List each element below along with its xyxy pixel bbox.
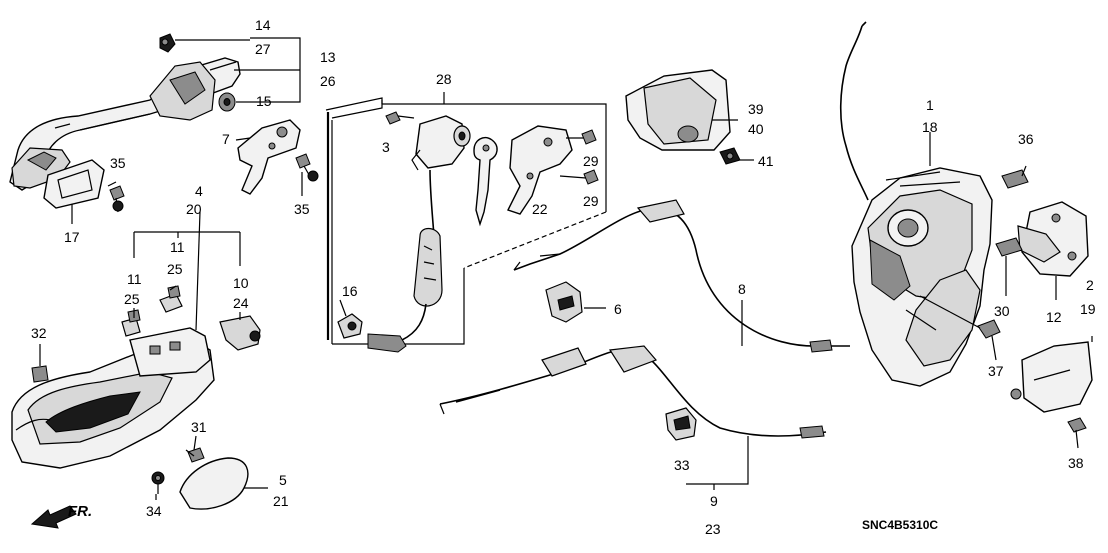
callout-23: 23 [705,521,721,537]
callout-5: 5 [279,472,287,488]
callout-39: 39 [748,101,764,117]
outer-door-handle [9,57,241,191]
callout-7: 7 [222,131,230,147]
callout-22: 22 [532,201,548,217]
callout-26: 26 [320,73,336,89]
rod-clip [219,315,261,351]
inner-handle-cable-9 [439,345,827,439]
callout-31: 31 [191,419,207,435]
bracket-screws [559,129,599,185]
callout-38: 38 [1068,455,1084,471]
callout-11b: 11 [127,271,142,287]
callout-33: 33 [674,457,690,473]
door-lock-actuator [839,21,993,387]
callout-34: 34 [146,503,162,519]
cable-clip-33 [665,407,697,441]
callout-29a: 29 [583,153,599,169]
inner-door-handle [11,327,215,469]
lock-cover-39 [625,69,738,151]
cylinder-rod [367,169,443,353]
cover-screw-38 [1067,417,1087,449]
callout-13: 13 [320,49,336,65]
handle-bracket [237,119,301,195]
callout-2: 2 [1086,277,1094,293]
callout-20: 20 [186,201,202,217]
callout-3: 3 [382,139,390,155]
direction-label: FR. [68,503,92,520]
callout-15: 15 [256,93,272,109]
callout-18: 18 [922,119,938,135]
callout-28: 28 [436,71,452,87]
callout-37: 37 [988,363,1004,379]
striker-screw-30 [995,237,1023,296]
callout-10: 10 [233,275,249,291]
key [473,136,498,227]
cable-clip-6 [545,281,583,323]
callout-labels: 14 27 13 26 15 7 35 35 17 4 20 11 25 11 … [31,17,1096,537]
diagram-code: SNC4B5310C [862,518,938,532]
callout-35b: 35 [294,201,310,217]
spring-clip-left [121,309,141,337]
callout-19: 19 [1080,301,1096,317]
handle-protector-clip [159,33,176,53]
handle-collar [218,92,236,112]
callout-21: 21 [273,493,289,509]
callout-4: 4 [195,183,203,199]
callout-1: 1 [926,97,934,113]
callout-8: 8 [738,281,746,297]
callout-32: 32 [31,325,47,341]
key-cylinder [411,115,471,171]
callout-30: 30 [994,303,1010,319]
callout-25b: 25 [124,291,140,307]
outer-handle-cable-8 [513,199,850,353]
cylinder-bracket [507,125,573,215]
striker-screw-36 [1001,165,1029,189]
callout-24: 24 [233,295,249,311]
callout-35a: 35 [110,155,126,171]
callout-14: 14 [255,17,271,33]
callout-36: 36 [1018,131,1034,147]
rod-holder-16 [337,313,363,339]
inner-handle-screw [185,447,205,463]
handle-screw-rear [295,153,319,182]
actuator-cover-19 [1010,341,1093,413]
callout-12: 12 [1046,309,1062,325]
handle-gasket [43,159,105,209]
callout-11a: 11 [170,239,185,255]
callout-6: 6 [614,301,622,317]
cylinder-bolt [385,111,415,125]
callout-27: 27 [255,41,271,57]
handle-cap [179,457,249,510]
front-direction-arrow: FR. [30,503,92,529]
door-striker-12 [1017,201,1089,300]
callout-40: 40 [748,121,764,137]
callout-29b: 29 [583,193,599,209]
callout-9: 9 [710,493,718,509]
clip-nut [31,365,49,383]
callout-16: 16 [342,283,358,299]
actuator-screw-37 [949,311,1001,361]
handle-screw-front [109,185,125,213]
callout-25a: 25 [167,261,183,277]
inner-handle-bolt [151,471,165,494]
callout-17: 17 [64,229,80,245]
callout-41: 41 [758,153,774,169]
grommet-41 [719,147,754,165]
